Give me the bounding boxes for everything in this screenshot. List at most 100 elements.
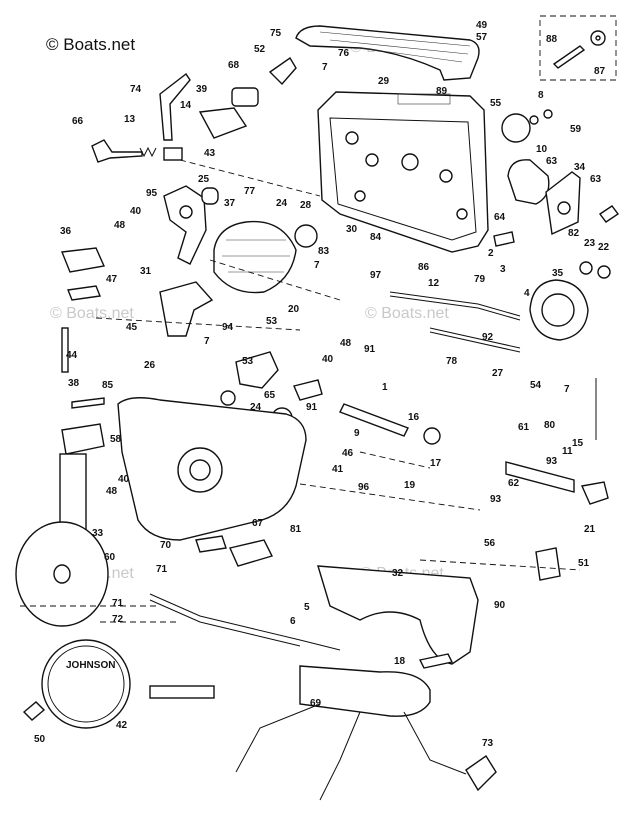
- part-shaft-1: [339, 403, 409, 437]
- part-bracket-95: [163, 185, 207, 265]
- callout: 78: [446, 356, 458, 367]
- callout: 48: [340, 338, 352, 349]
- part-housing-window: [397, 93, 451, 105]
- callout: 80: [544, 420, 556, 431]
- part-spring-13: [139, 146, 157, 158]
- part-logo-disc-42-ring: [47, 645, 125, 723]
- callout: 43: [204, 148, 216, 159]
- part-harness-lead-3: [403, 711, 467, 775]
- part-housing-hole-5: [354, 190, 366, 202]
- callout: 59: [570, 124, 582, 135]
- callout: 72: [112, 614, 124, 625]
- callout: 33: [92, 528, 104, 539]
- part-housing-hole-6: [456, 208, 468, 220]
- part-cam-37: [213, 220, 297, 294]
- callout: 69: [310, 698, 322, 709]
- callout: 25: [198, 174, 210, 185]
- callout: 71: [112, 598, 124, 609]
- part-logo-disc-42: [41, 639, 131, 729]
- callout: 20: [288, 304, 300, 315]
- part-cover-32: [317, 565, 479, 665]
- callout: 81: [290, 524, 302, 535]
- part-connector-51: [535, 547, 561, 581]
- part-washer-87-hole: [595, 35, 601, 41]
- callout: 84: [370, 232, 382, 243]
- callout: 37: [224, 198, 236, 209]
- guide-lines: [20, 159, 581, 623]
- callout: 1: [382, 382, 388, 393]
- part-harness-69: [299, 665, 431, 717]
- callout: 7: [314, 260, 320, 271]
- part-bolt-18: [418, 653, 454, 669]
- callout: 5: [304, 602, 310, 613]
- part-block-36: [61, 247, 106, 273]
- part-block-47: [67, 285, 101, 301]
- callout: 93: [490, 494, 502, 505]
- callout: 7: [204, 336, 210, 347]
- callout: 68: [228, 60, 240, 71]
- callout: 22: [598, 242, 610, 253]
- callout: 45: [126, 322, 138, 333]
- part-key-switch-63: [507, 159, 550, 205]
- callout: 14: [180, 100, 192, 111]
- callout: 55: [490, 98, 502, 109]
- part-switch-39: [198, 107, 248, 139]
- part-clamp-21: [580, 481, 609, 505]
- callout: 2: [488, 248, 494, 259]
- callout: 76: [338, 48, 350, 59]
- part-tag-strip: [149, 685, 215, 699]
- part-knob-28: [294, 224, 318, 248]
- part-housing-hole-4: [439, 169, 453, 183]
- callout: 77: [244, 186, 256, 197]
- callout: 94: [222, 322, 234, 333]
- part-screw-66: [91, 139, 143, 163]
- callout: 53: [242, 356, 254, 367]
- part-cable-12: [389, 291, 521, 317]
- callout: 82: [568, 228, 580, 239]
- callout: 53: [266, 316, 278, 327]
- callout: 56: [484, 538, 496, 549]
- part-boot-73: [465, 755, 497, 792]
- callout: 29: [378, 76, 390, 87]
- callout: 3: [500, 264, 506, 275]
- watermark-faint-2: © Boats.net: [50, 305, 134, 322]
- part-nut-59: [543, 109, 553, 119]
- callout: 63: [546, 156, 558, 167]
- callout: 38: [68, 378, 80, 389]
- part-pin-88: [552, 45, 586, 69]
- callout: 91: [306, 402, 318, 413]
- callout: 63: [590, 174, 602, 185]
- part-washer-22: [597, 265, 611, 279]
- part-cable-78: [429, 327, 521, 349]
- part-link-94: [235, 351, 279, 389]
- callout: 10: [536, 144, 548, 155]
- callout: 50: [34, 734, 46, 745]
- part-cover-top-shadow: [319, 31, 471, 63]
- callout: 71: [156, 564, 168, 575]
- part-disc-55: [501, 113, 531, 143]
- callout: 67: [252, 518, 264, 529]
- part-bolt-63b: [598, 205, 620, 223]
- part-cable-78b: [429, 331, 521, 353]
- callout: 48: [106, 486, 118, 497]
- part-housing-hole-2: [365, 153, 379, 167]
- callout: 49: [476, 20, 488, 31]
- callout: 13: [124, 114, 136, 125]
- part-wheel-60-hub: [53, 564, 71, 584]
- callout: 17: [430, 458, 442, 469]
- watermark-top: © Boats.net: [46, 35, 135, 54]
- callout: 65: [264, 390, 276, 401]
- callout-labels: 75 49 57 88 87 52 76 7 29 74 68 39 14 89…: [34, 20, 610, 749]
- callout: 64: [494, 212, 506, 223]
- part-stud-2: [493, 231, 515, 247]
- callout: 91: [364, 344, 376, 355]
- watermark-faint-3: © Boats.net: [365, 305, 449, 322]
- callout: 34: [574, 162, 586, 173]
- callout: 85: [102, 380, 114, 391]
- callout: 87: [594, 66, 606, 77]
- part-housing-hole-1: [345, 131, 359, 145]
- callout: 57: [476, 32, 488, 43]
- callout: 6: [290, 616, 296, 627]
- callout: 62: [508, 478, 520, 489]
- part-lower-housing-hub-inner: [189, 459, 211, 481]
